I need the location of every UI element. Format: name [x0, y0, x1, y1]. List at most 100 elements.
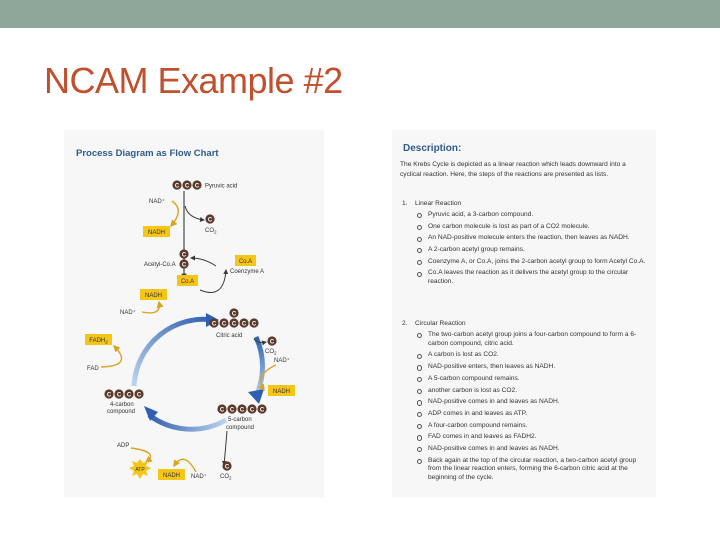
svg-text:C: C: [195, 183, 200, 189]
nad-label-4: NAD⁺: [191, 473, 207, 480]
section-1-list: Pyruvic acid, a 3-carbon compound. One c…: [414, 211, 646, 290]
svg-text:C: C: [137, 392, 142, 398]
coa-in-curve: [190, 255, 217, 267]
adp-label: ADP: [117, 443, 129, 449]
nadh-box-4: [158, 469, 185, 480]
nadh-label-1: NADH: [148, 230, 165, 236]
nadh-label-2: NADH: [145, 293, 162, 299]
nad-label-3: NAD⁺: [274, 357, 290, 364]
section-1-heading: 1. Linear Reaction: [402, 200, 461, 207]
nadh-label-3: NADH: [273, 389, 290, 395]
four-carbon-molecule: C C C C: [104, 389, 144, 399]
list-item: A four-carbon compound remains.: [414, 422, 646, 431]
svg-text:C: C: [242, 321, 247, 327]
slide-top-bar: [0, 0, 720, 28]
five-carbon-compound-label: compound: [226, 425, 254, 431]
svg-text:C: C: [232, 321, 237, 327]
flowchart-heading: Process Diagram as Flow Chart: [76, 148, 219, 159]
pyruvic-acid-label: Pyruvic acid: [205, 184, 237, 190]
co2-branch-1: [184, 205, 205, 222]
list-item: A carbon is lost as CO2.: [414, 351, 646, 360]
list-item: FAD comes in and leaves as FADH2.: [414, 433, 646, 442]
svg-text:CO2: CO2: [265, 349, 277, 356]
list-item: Back again at the top of the circular re…: [414, 457, 646, 483]
description-heading: Description:: [403, 143, 462, 154]
section-2-heading: 2.Circular Reaction: [402, 320, 466, 327]
five-carbon-label: 5-carbon: [228, 417, 252, 423]
list-item: An NAD-positive molecule enters the reac…: [414, 234, 646, 243]
flowchart-panel: Process Diagram as Flow Chart C C C Pyru…: [64, 130, 324, 497]
coa-box-acetyl: [177, 275, 198, 286]
list-item: NAD-positive enters, then leaves as NADH…: [414, 363, 646, 372]
svg-text:C: C: [107, 392, 112, 398]
nad-curve-1: [170, 200, 179, 228]
svg-text:C: C: [230, 407, 235, 413]
svg-text:C: C: [250, 407, 255, 413]
nad-label-2: NAD⁺: [120, 309, 136, 316]
section-1-title: Linear Reaction: [415, 200, 462, 207]
nadh-box-3: [268, 385, 295, 396]
coenzyme-a-label: Coenzyme A: [230, 269, 264, 275]
svg-text:C: C: [182, 252, 187, 258]
co2-branch-2: [253, 338, 267, 346]
co2-molecule-1: C CO2: [205, 214, 217, 235]
section-2-list: The two-carbon acetyl group joins a four…: [414, 331, 646, 486]
co2-molecule-3: C CO2: [220, 461, 232, 481]
cycle-arc-left: [131, 316, 215, 387]
adp-curve: [130, 447, 153, 463]
nad-curve-2: [141, 300, 164, 314]
svg-text:C: C: [260, 407, 265, 413]
svg-text:C: C: [252, 321, 257, 327]
svg-text:C: C: [185, 183, 190, 189]
svg-text:C: C: [232, 311, 237, 317]
svg-text:CO2: CO2: [220, 474, 232, 481]
citric-acid-molecule: C C C C C C: [209, 308, 259, 328]
description-intro: The Krebs Cycle is depicted as a linear …: [400, 161, 626, 178]
pyruvic-acid-molecule: C C C: [172, 180, 202, 190]
list-item: Coenzyme A, or Co.A, joins the 2-carbon …: [414, 258, 646, 267]
coa-label-acetyl: Co.A: [181, 279, 194, 285]
list-item: NAD-positive comes in and leaves as NADH…: [414, 398, 646, 407]
nad-label-1: NAD⁺: [149, 198, 165, 205]
svg-text:C: C: [220, 407, 225, 413]
nad-curve-3: [257, 364, 277, 392]
fad-label: FAD: [87, 366, 99, 372]
svg-text:C: C: [212, 321, 217, 327]
cycle-arrowhead-right: [248, 389, 264, 404]
svg-text:C: C: [240, 407, 245, 413]
svg-text:C: C: [175, 183, 180, 189]
list-item: Pyruvic acid, a 3-carbon compound.: [414, 211, 646, 220]
list-item: ADP comes in and leaves as ATP.: [414, 410, 646, 419]
svg-text:C: C: [127, 392, 132, 398]
nadh-box-2: [140, 289, 167, 300]
list-item: The two-carbon acetyl group joins a four…: [414, 331, 646, 349]
nadh-box-1: [143, 226, 170, 237]
list-item: A 5-carbon compound remains.: [414, 375, 646, 384]
co2-branch-3: [221, 430, 228, 466]
cycle-arc-right: [253, 335, 265, 398]
list-item: Co.A leaves the reaction as it delivers …: [414, 269, 646, 287]
section-2-number: 2.: [402, 320, 408, 327]
slide-title: NCAM Example #2: [44, 60, 343, 101]
five-carbon-molecule: C C C C C: [217, 404, 267, 414]
coa-box-in: [235, 255, 256, 266]
section-1-number: 1.: [402, 200, 408, 207]
fadh2-label: FADH2: [89, 338, 108, 345]
svg-text:C: C: [117, 392, 122, 398]
co2-molecule-2: C CO2: [265, 336, 277, 356]
svg-text:CO2: CO2: [205, 228, 217, 235]
description-panel: Description: The Krebs Cycle is depicted…: [392, 130, 656, 497]
cycle-arrowhead-left: [144, 406, 158, 421]
svg-text:C: C: [222, 321, 227, 327]
svg-text:C: C: [270, 339, 275, 345]
nadh-label-4: NADH: [163, 473, 180, 479]
four-carbon-compound-label: compound: [107, 409, 135, 415]
atp-label: ATP: [135, 467, 145, 473]
fadh2-box: [85, 334, 112, 345]
atp-starburst: [129, 459, 151, 479]
svg-text:C: C: [182, 262, 187, 268]
cycle-arc-bottom: [147, 412, 228, 432]
acetyl-group-molecule: C C: [179, 249, 189, 269]
coa-recycle-curve: [199, 269, 229, 293]
four-carbon-label: 4-carbon: [110, 402, 134, 408]
